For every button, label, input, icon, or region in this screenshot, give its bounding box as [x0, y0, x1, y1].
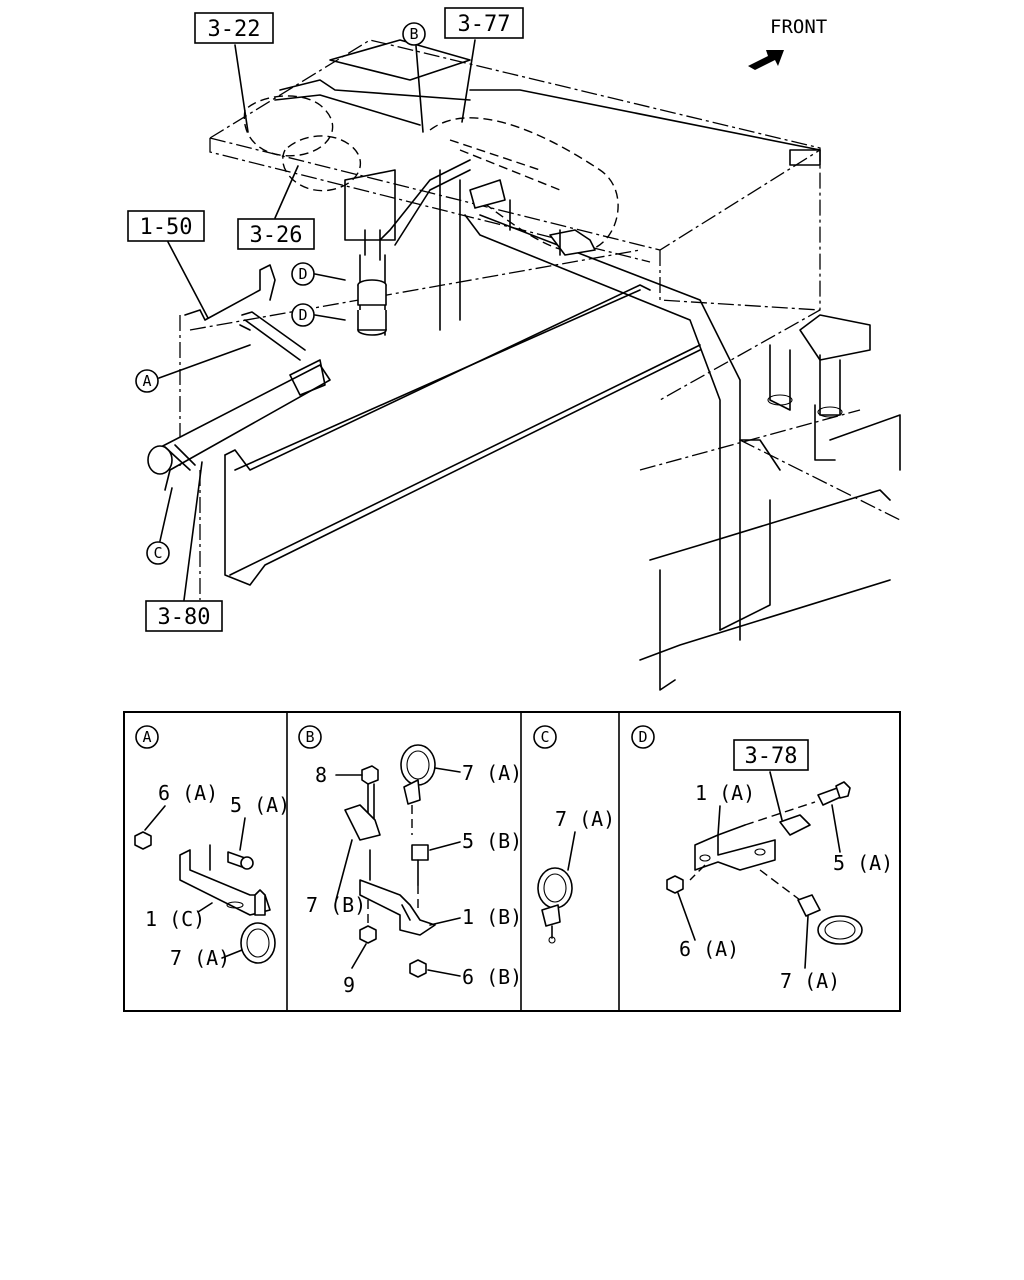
svg-text:D: D: [298, 265, 307, 283]
detail-d: D 3-78 1 (A) 5 (A) 6 (A) 7 (A): [631, 725, 893, 993]
tube-assembly: [147, 311, 331, 491]
label-8: 8: [315, 763, 327, 787]
svg-text:3-77: 3-77: [458, 12, 511, 37]
callout-c: C: [146, 487, 173, 565]
ref-3-80: 3-80: [145, 461, 223, 632]
label-7a-d: 7 (A): [780, 969, 840, 993]
callout-a: A: [135, 344, 251, 393]
svg-text:3-22: 3-22: [208, 17, 261, 42]
label-1b: 1 (B): [462, 905, 522, 929]
svg-text:D: D: [638, 728, 647, 746]
callout-d-lower: D: [291, 303, 346, 327]
ref-3-78: 3-78: [733, 739, 809, 821]
svg-text:B: B: [409, 25, 418, 43]
label-7a: 7 (A): [170, 946, 230, 970]
wire-harness: [274, 79, 781, 641]
detail-panels: A 6 (A) 5 (A) 1 (C) 7 (A) B: [123, 711, 901, 1012]
detail-a: A 6 (A) 5 (A) 1 (C) 7 (A): [134, 725, 290, 970]
svg-text:3-80: 3-80: [158, 605, 211, 630]
svg-text:A: A: [142, 372, 151, 390]
main-assembly-view: FRONT 3-22 3-77 1-50 3-26 3-80: [127, 7, 901, 691]
svg-text:3-78: 3-78: [745, 744, 798, 769]
ref-3-77: 3-77: [444, 7, 524, 123]
svg-text:B: B: [305, 728, 314, 746]
svg-text:C: C: [540, 728, 549, 746]
label-6a: 6 (A): [158, 781, 218, 805]
detail-b: B 8 7 (A) 5 (B) 7 (B) 1 (B) 9 6 (B): [298, 725, 522, 997]
front-arrow-icon: [748, 50, 784, 70]
ref-1-50: 1-50: [127, 210, 209, 319]
detail-c: C 7 (A): [533, 725, 615, 944]
svg-text:3-26: 3-26: [250, 223, 303, 248]
label-5b: 5 (B): [462, 829, 522, 853]
callout-b: B: [402, 22, 426, 133]
label-5a-d: 5 (A): [833, 851, 893, 875]
callout-d-upper: D: [291, 262, 346, 286]
label-9: 9: [343, 973, 355, 997]
label-5a: 5 (A): [230, 793, 290, 817]
frame-rail: [224, 284, 901, 691]
ref-3-26: 3-26: [237, 165, 315, 250]
svg-text:A: A: [142, 728, 151, 746]
svg-text:D: D: [298, 306, 307, 324]
label-6b: 6 (B): [462, 965, 522, 989]
cross-member: [209, 39, 871, 461]
label-1a: 1 (A): [695, 781, 755, 805]
svg-text:C: C: [153, 544, 162, 562]
label-7a-b: 7 (A): [462, 761, 522, 785]
label-1c: 1 (C): [145, 907, 205, 931]
label-7a-c: 7 (A): [555, 807, 615, 831]
label-6a-d: 6 (A): [679, 937, 739, 961]
svg-text:1-50: 1-50: [140, 215, 193, 240]
front-label: FRONT: [770, 16, 827, 38]
ref-3-22: 3-22: [194, 12, 274, 133]
